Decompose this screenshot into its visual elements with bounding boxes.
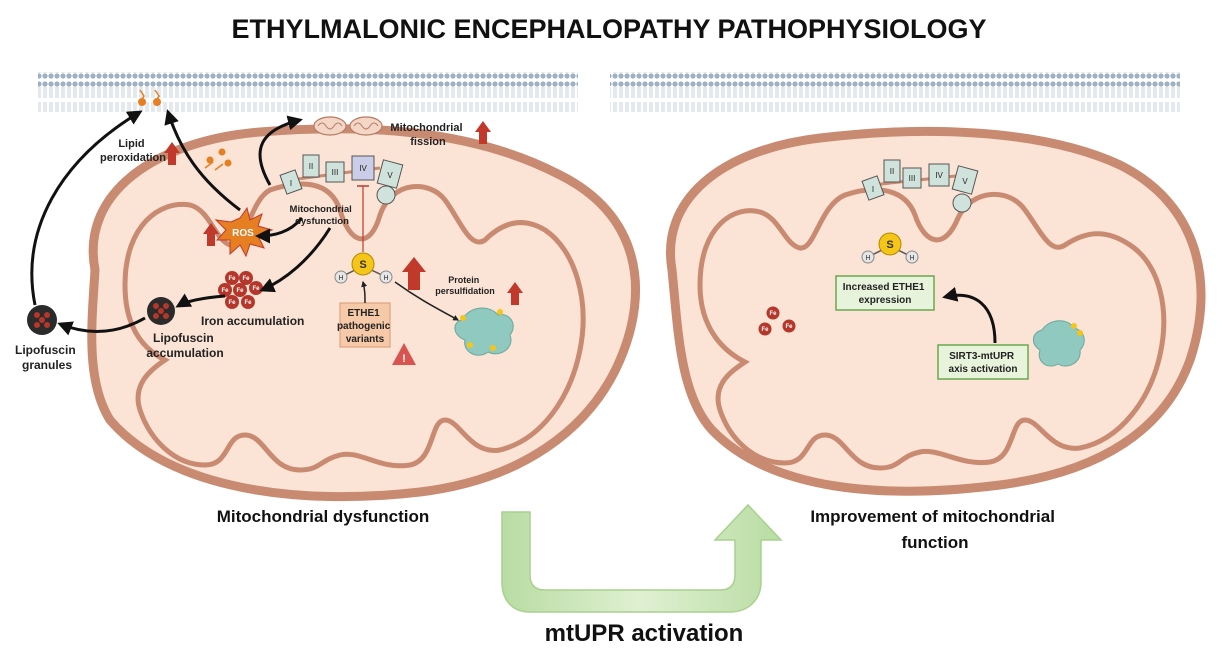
sirt3-to-ethe1-arrow: [942, 286, 997, 344]
complex-III-label-right: III: [909, 174, 916, 183]
lipofuscin-accumulation-granule: [147, 297, 175, 325]
h2s-molecule-right: S H H: [861, 232, 919, 264]
svg-text:S: S: [359, 259, 366, 271]
pathway-arrows-left: [30, 109, 332, 336]
svg-text:Fe: Fe: [252, 286, 260, 292]
increased-ethe1-box: [835, 275, 935, 311]
svg-text:Fe: Fe: [228, 276, 236, 282]
svg-text:!: !: [402, 353, 406, 365]
right-panel: I II III IV V S H H Increased ETHE1 expr…: [610, 72, 1206, 552]
ros-up-arrow: [203, 223, 219, 246]
etc-complexes-left: I II III IV V: [279, 154, 404, 205]
lipid-peroxidation-molecule: [138, 89, 161, 106]
left-caption: Mitochondrial dysfunction: [217, 507, 430, 526]
complex-I: [279, 169, 303, 195]
svg-text:Fe: Fe: [761, 327, 769, 333]
svg-text:Fe: Fe: [242, 276, 250, 282]
mtupr-transition-arrow: [501, 503, 783, 613]
sirt3-label: SIRT3-mtUPR axis activation: [949, 351, 1018, 375]
ros-label: ROS: [232, 228, 254, 239]
complex-III-label: III: [332, 168, 339, 177]
svg-text:Fe: Fe: [244, 300, 252, 306]
complex-V-label: V: [387, 171, 393, 180]
cell-membrane-right: [610, 72, 1180, 112]
complex-III: [325, 161, 345, 183]
iron-cluster: Fe Fe Fe Fe Fe Fe Fe: [218, 271, 263, 309]
cristae-right: [697, 187, 1167, 471]
complex-I-label: I: [290, 179, 292, 188]
cell-membrane-left: [38, 72, 578, 112]
iron-accumulation-label: Iron accumulation: [201, 314, 304, 328]
ethe1-variants-label: ETHE1 pathogenic variants: [337, 308, 393, 345]
sirt3-box: [937, 344, 1029, 380]
h2s-up-arrow: [402, 257, 426, 290]
ethe1-variants-box: [339, 302, 391, 348]
svg-text:Fe: Fe: [236, 288, 244, 294]
complex-IV: [351, 155, 375, 181]
persulfidation-up-arrow: [507, 282, 523, 305]
right-caption: Improvement of mitochondrial function: [810, 507, 1059, 552]
mito-dysfunction-label: Mitochondrial dysfunction: [290, 204, 355, 227]
svg-text:H: H: [383, 275, 388, 282]
small-lipid-molecule: [204, 148, 232, 171]
complex-IV-label: IV: [359, 164, 367, 173]
protein-persulfidation-label: Protein persulfidation: [435, 275, 495, 296]
left-panel: I II III IV V Mitochondrial fission: [15, 72, 640, 526]
complex-II-label-right: II: [890, 167, 894, 176]
complex-II: [302, 154, 320, 178]
lipofuscin-granules-label: Lipofuscin granules: [15, 343, 79, 372]
svg-text:H: H: [909, 255, 914, 262]
svg-text:Fe: Fe: [228, 300, 236, 306]
complex-I-label-right: I: [872, 185, 874, 194]
complex-IV-label-right: IV: [935, 171, 943, 180]
protein-blob-right: [1033, 320, 1085, 367]
protein-blob-left: [454, 307, 514, 356]
mtupr-activation-label: mtUPR activation: [545, 620, 744, 647]
lipid-peroxidation-label: Lipid peroxidation: [100, 138, 166, 164]
svg-text:Fe: Fe: [785, 324, 793, 330]
fission-icons: [313, 116, 383, 136]
page-title: ETHYLMALONIC ENCEPHALOPATHY PATHOPHYSIOL…: [231, 14, 986, 44]
svg-text:H: H: [865, 255, 870, 262]
svg-text:Fe: Fe: [221, 288, 229, 294]
svg-text:S: S: [886, 239, 893, 251]
etc-complexes-right: I II III IV V: [861, 159, 979, 213]
complex-V-label-right: V: [962, 177, 968, 186]
mitochondrial-fission-label: Mitochondrial fission: [390, 122, 465, 148]
ros-burst: [214, 206, 274, 258]
h2s-arrows-left: [361, 280, 460, 321]
h2s-molecule-left: S H H: [334, 252, 393, 284]
svg-text:H: H: [338, 275, 343, 282]
increased-ethe1-label: Increased ETHE1 expression: [843, 282, 928, 306]
complex-II-label: II: [309, 162, 313, 171]
svg-text:Fe: Fe: [769, 311, 777, 317]
lipofuscin-accumulation-label: Lipofuscin accumulation: [146, 331, 223, 360]
fission-up-arrow: [475, 121, 491, 144]
iron-right: Fe Fe Fe: [758, 306, 796, 336]
warning-icon: !: [392, 343, 416, 365]
lipid-peroxidation-up-arrow: [164, 142, 180, 165]
lipofuscin-granules: [27, 305, 57, 335]
